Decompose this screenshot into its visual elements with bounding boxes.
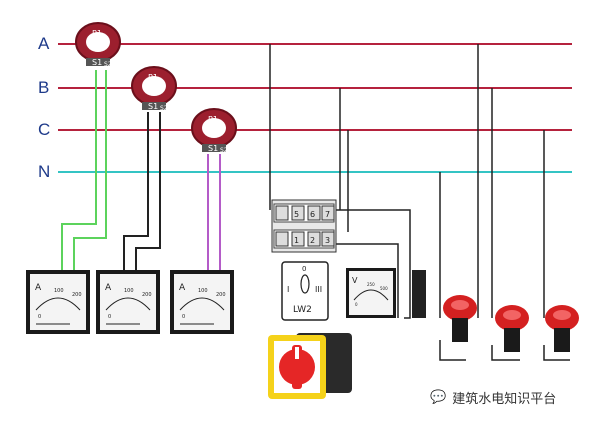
bus-label-b: B [38, 78, 50, 97]
voltmeter-letter: V [352, 276, 358, 285]
ct-b-p1-label: P1 [148, 73, 158, 82]
current-transformer-c: P1 S1 S2 [191, 108, 237, 154]
watermark: 💬 建筑水电知识平台 [430, 388, 556, 407]
ct-c-s1-label: S1 [208, 144, 218, 153]
ct2-lead-s2 [135, 112, 161, 270]
watermark-text: 建筑水电知识平台 [452, 392, 557, 407]
terminal-5-label: 5 [294, 210, 299, 219]
dial-position-i: I [287, 285, 289, 294]
ammeter-c-tick-1: 100 [198, 288, 208, 294]
ammeter-a-tick-1: 100 [54, 288, 64, 294]
indicator-lamp-2 [495, 305, 529, 352]
ct-c-p1-label: P1 [208, 115, 218, 124]
ammeter-b-tick-0: 0 [108, 314, 111, 320]
dial-position-0: 0 [302, 265, 306, 273]
current-transformer-b: P1 S1 S2 [131, 66, 177, 112]
ammeter-a-tick-0: 0 [38, 314, 41, 320]
ammeter-c-letter: A [179, 283, 186, 293]
terminal-1-label: 1 [294, 236, 299, 245]
ct-a-p1-label: P1 [92, 29, 102, 38]
switch-to-voltmeter-2 [334, 243, 399, 318]
terminal-2-label: 2 [310, 236, 315, 245]
voltmeter: V 0 250 500 [346, 268, 396, 318]
ct1-lead-s2 [73, 70, 107, 270]
dial-position-iii: III [315, 285, 322, 294]
ammeter-a-letter: A [35, 283, 42, 293]
ct-a-s1-label: S1 [92, 58, 102, 67]
ct2-lead-s1 [123, 112, 149, 270]
voltmeter-tick-1: 250 [367, 282, 375, 287]
voltmeter-tick-0: 0 [355, 302, 358, 307]
current-transformer-a: P1 S1 S2 [75, 22, 121, 68]
lw2-switch-faceplate: I 0 III LW2 [281, 261, 329, 321]
ammeter-c-tick-0: 0 [182, 314, 185, 320]
lamp-return-1 [439, 340, 466, 361]
terminal-3-label: 3 [325, 236, 330, 245]
ammeter-b-letter: A [105, 283, 112, 293]
switch-to-voltmeter-1 [334, 209, 411, 319]
indicator-lamp-3 [545, 305, 579, 352]
ammeter-b-tick-2: 200 [142, 292, 152, 298]
bus-label-c: C [38, 120, 51, 139]
ct-a-s2-label: S2 [104, 61, 112, 68]
bus-label-n: N [38, 162, 51, 181]
ct-b-s1-label: S1 [148, 102, 158, 111]
ct-b-s2-label: S2 [160, 105, 168, 112]
voltmeter-tick-2: 500 [380, 286, 388, 291]
rotary-switch-knob[interactable] [268, 333, 352, 399]
voltmeter-side-terminal [412, 270, 426, 318]
lamp-return-2 [491, 345, 520, 361]
ammeter-a-tick-2: 200 [72, 292, 82, 298]
terminal-6-label: 6 [310, 210, 315, 219]
terminal-7-label: 7 [325, 210, 330, 219]
ammeter-a: A 0 100 200 [26, 270, 90, 334]
selector-switch-terminal-block: 5 6 7 1 2 3 [271, 199, 337, 253]
wechat-icon: 💬 [430, 390, 447, 405]
ct1-lead-s1 [61, 70, 97, 270]
ammeter-c: A 0 100 200 [170, 270, 234, 334]
bus-label-a: A [38, 34, 50, 53]
indicator-lamp-1 [443, 295, 477, 342]
ammeter-b: A 0 100 200 [96, 270, 160, 334]
ammeter-c-tick-2: 200 [216, 292, 226, 298]
ammeter-b-tick-1: 100 [124, 288, 134, 294]
ct-c-s2-label: S2 [220, 147, 228, 154]
lw2-model-label: LW2 [293, 305, 312, 315]
lamp-return-3 [543, 345, 570, 361]
